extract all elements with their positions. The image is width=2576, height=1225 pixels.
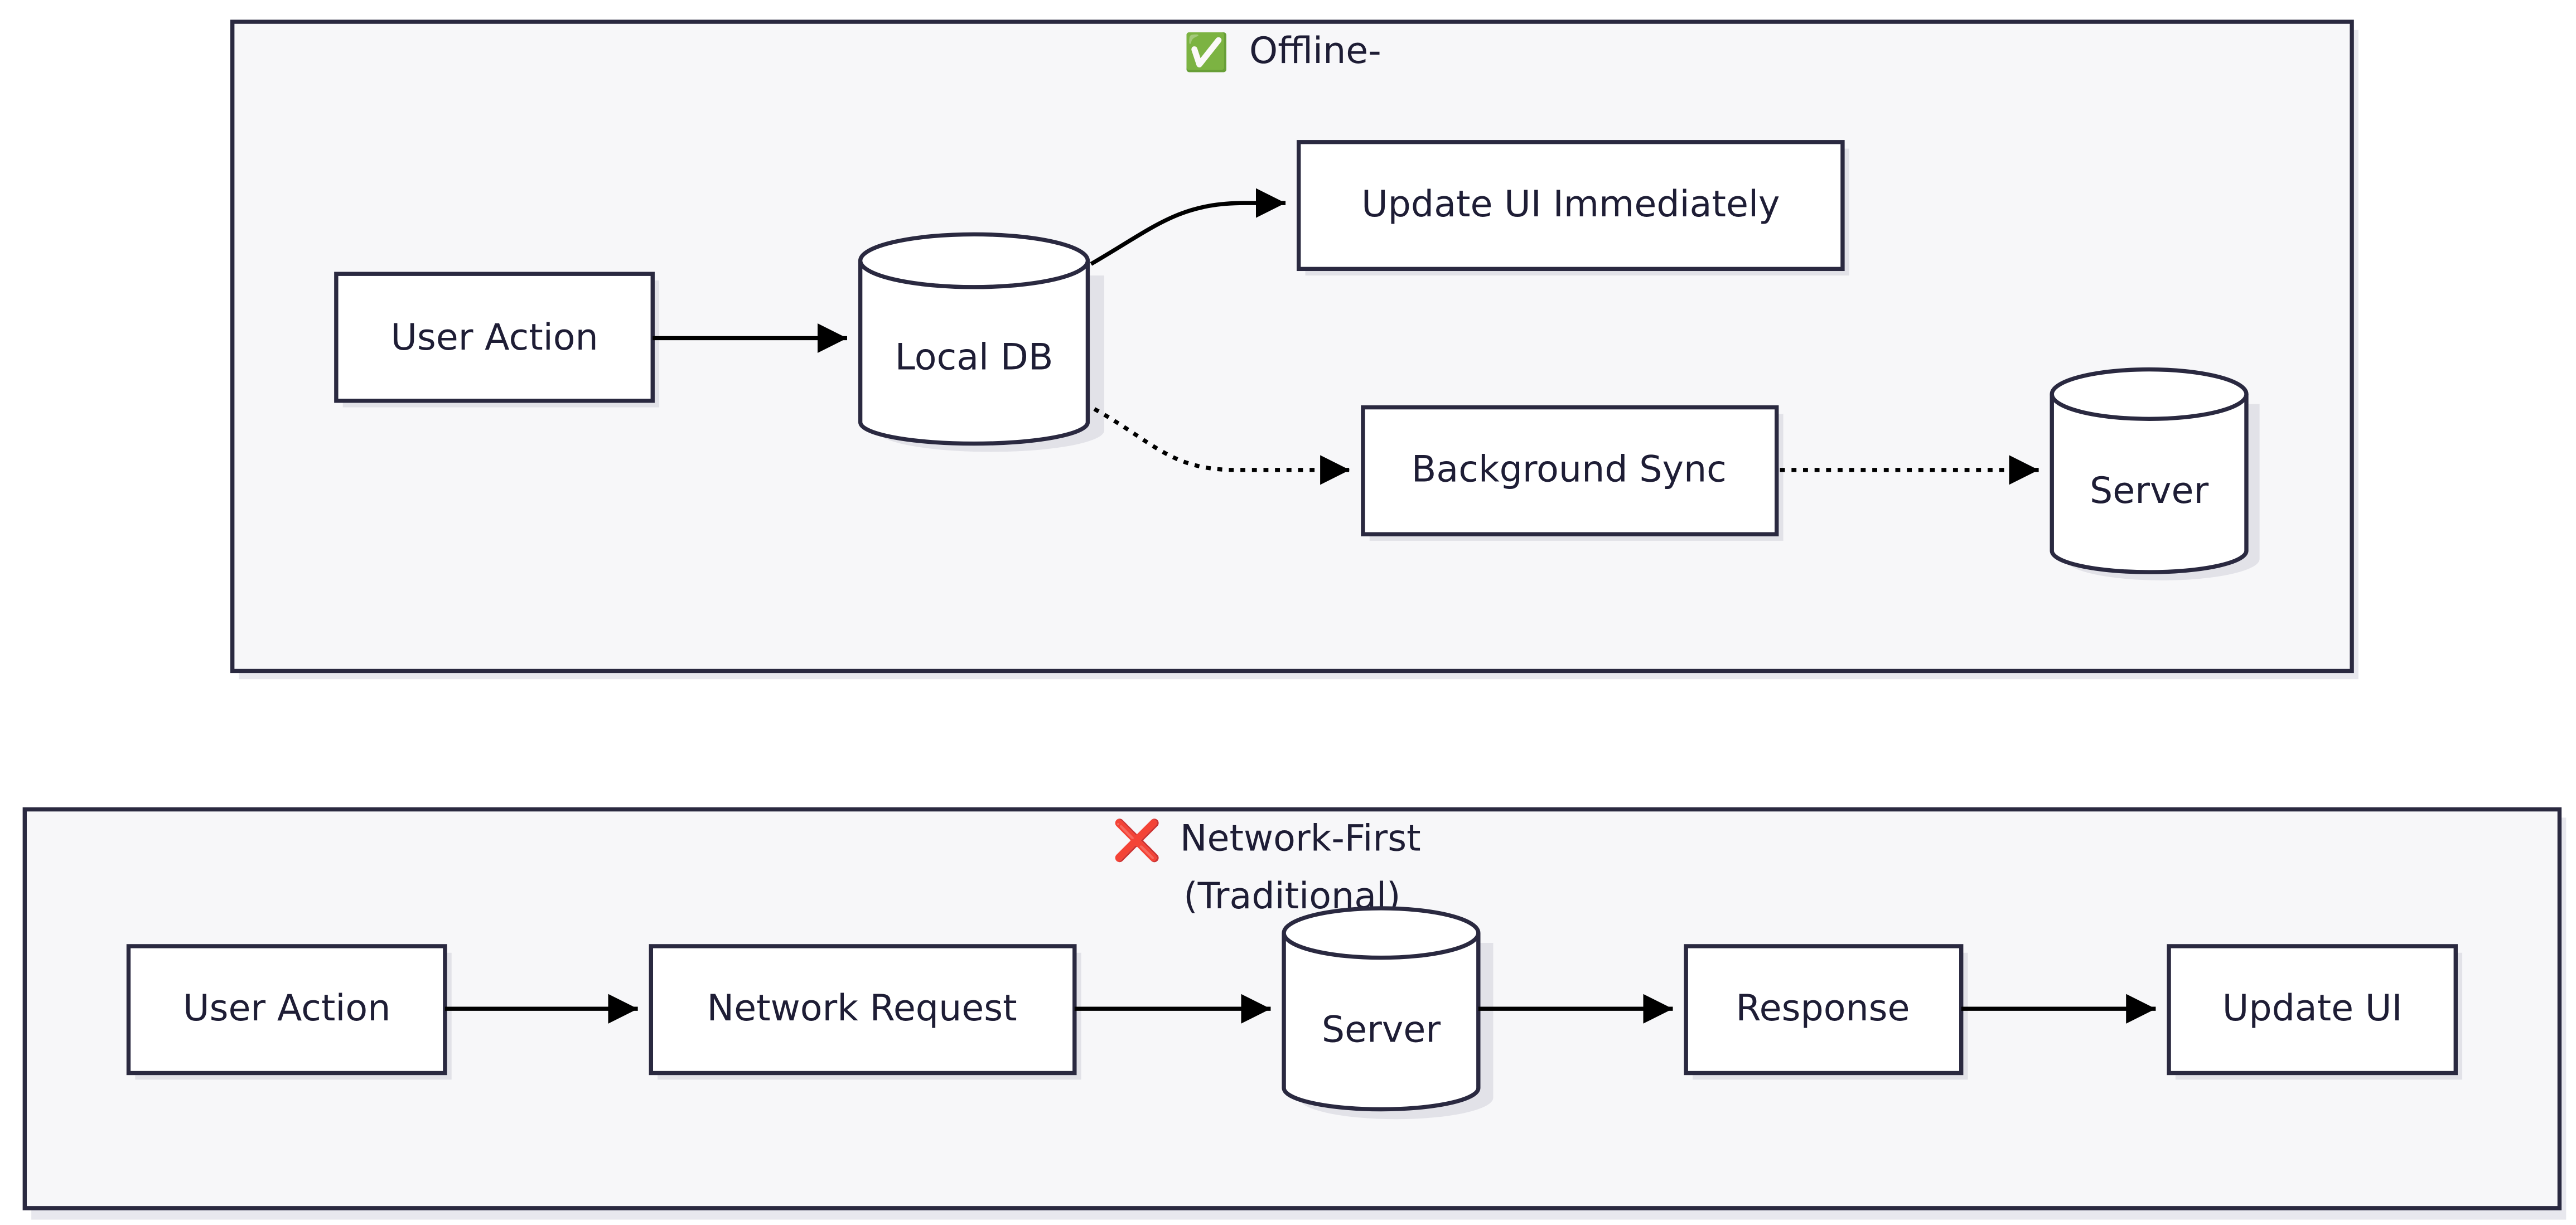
offline-first-cluster: ✅ Offline- User Action Local DB Update U… xyxy=(230,20,2358,680)
node-label: Server xyxy=(2090,470,2208,512)
node-server-network: Server xyxy=(1282,906,1494,1120)
node-label: Response xyxy=(1736,987,1910,1029)
node-user-action-network: User Action xyxy=(126,944,452,1080)
node-label: User Action xyxy=(390,317,598,359)
node-server-offline: Server xyxy=(2050,367,2260,580)
edge-local-db-to-background-sync xyxy=(1093,407,1350,485)
node-label: Update UI xyxy=(2222,987,2403,1029)
node-local-db: Local DB xyxy=(858,232,1104,452)
check-mark-icon: ✅ xyxy=(1184,32,1229,74)
cross-mark-icon: ❌ xyxy=(1113,817,1162,864)
network-first-title: Network-First xyxy=(1180,818,1421,860)
node-user-action-offline: User Action xyxy=(334,272,660,408)
node-update-ui: Update UI xyxy=(2167,944,2463,1080)
node-label: Background Sync xyxy=(1412,449,1727,491)
node-label: Network Request xyxy=(707,987,1017,1029)
node-background-sync: Background Sync xyxy=(1361,405,1784,541)
offline-first-title: Offline- xyxy=(1249,30,1381,72)
edge-local-db-to-update-ui xyxy=(1090,188,1286,266)
node-label: Local DB xyxy=(895,337,1053,379)
node-response: Response xyxy=(1684,944,1968,1080)
node-label: Server xyxy=(1322,1009,1441,1050)
node-label: Update UI Immediately xyxy=(1361,183,1780,225)
node-label: User Action xyxy=(183,987,390,1029)
node-update-ui-immediately: Update UI Immediately xyxy=(1297,140,1849,276)
network-first-cluster: ❌ Network-First (Traditional) User Actio… xyxy=(22,807,2567,1220)
node-network-request: Network Request xyxy=(649,944,1081,1080)
